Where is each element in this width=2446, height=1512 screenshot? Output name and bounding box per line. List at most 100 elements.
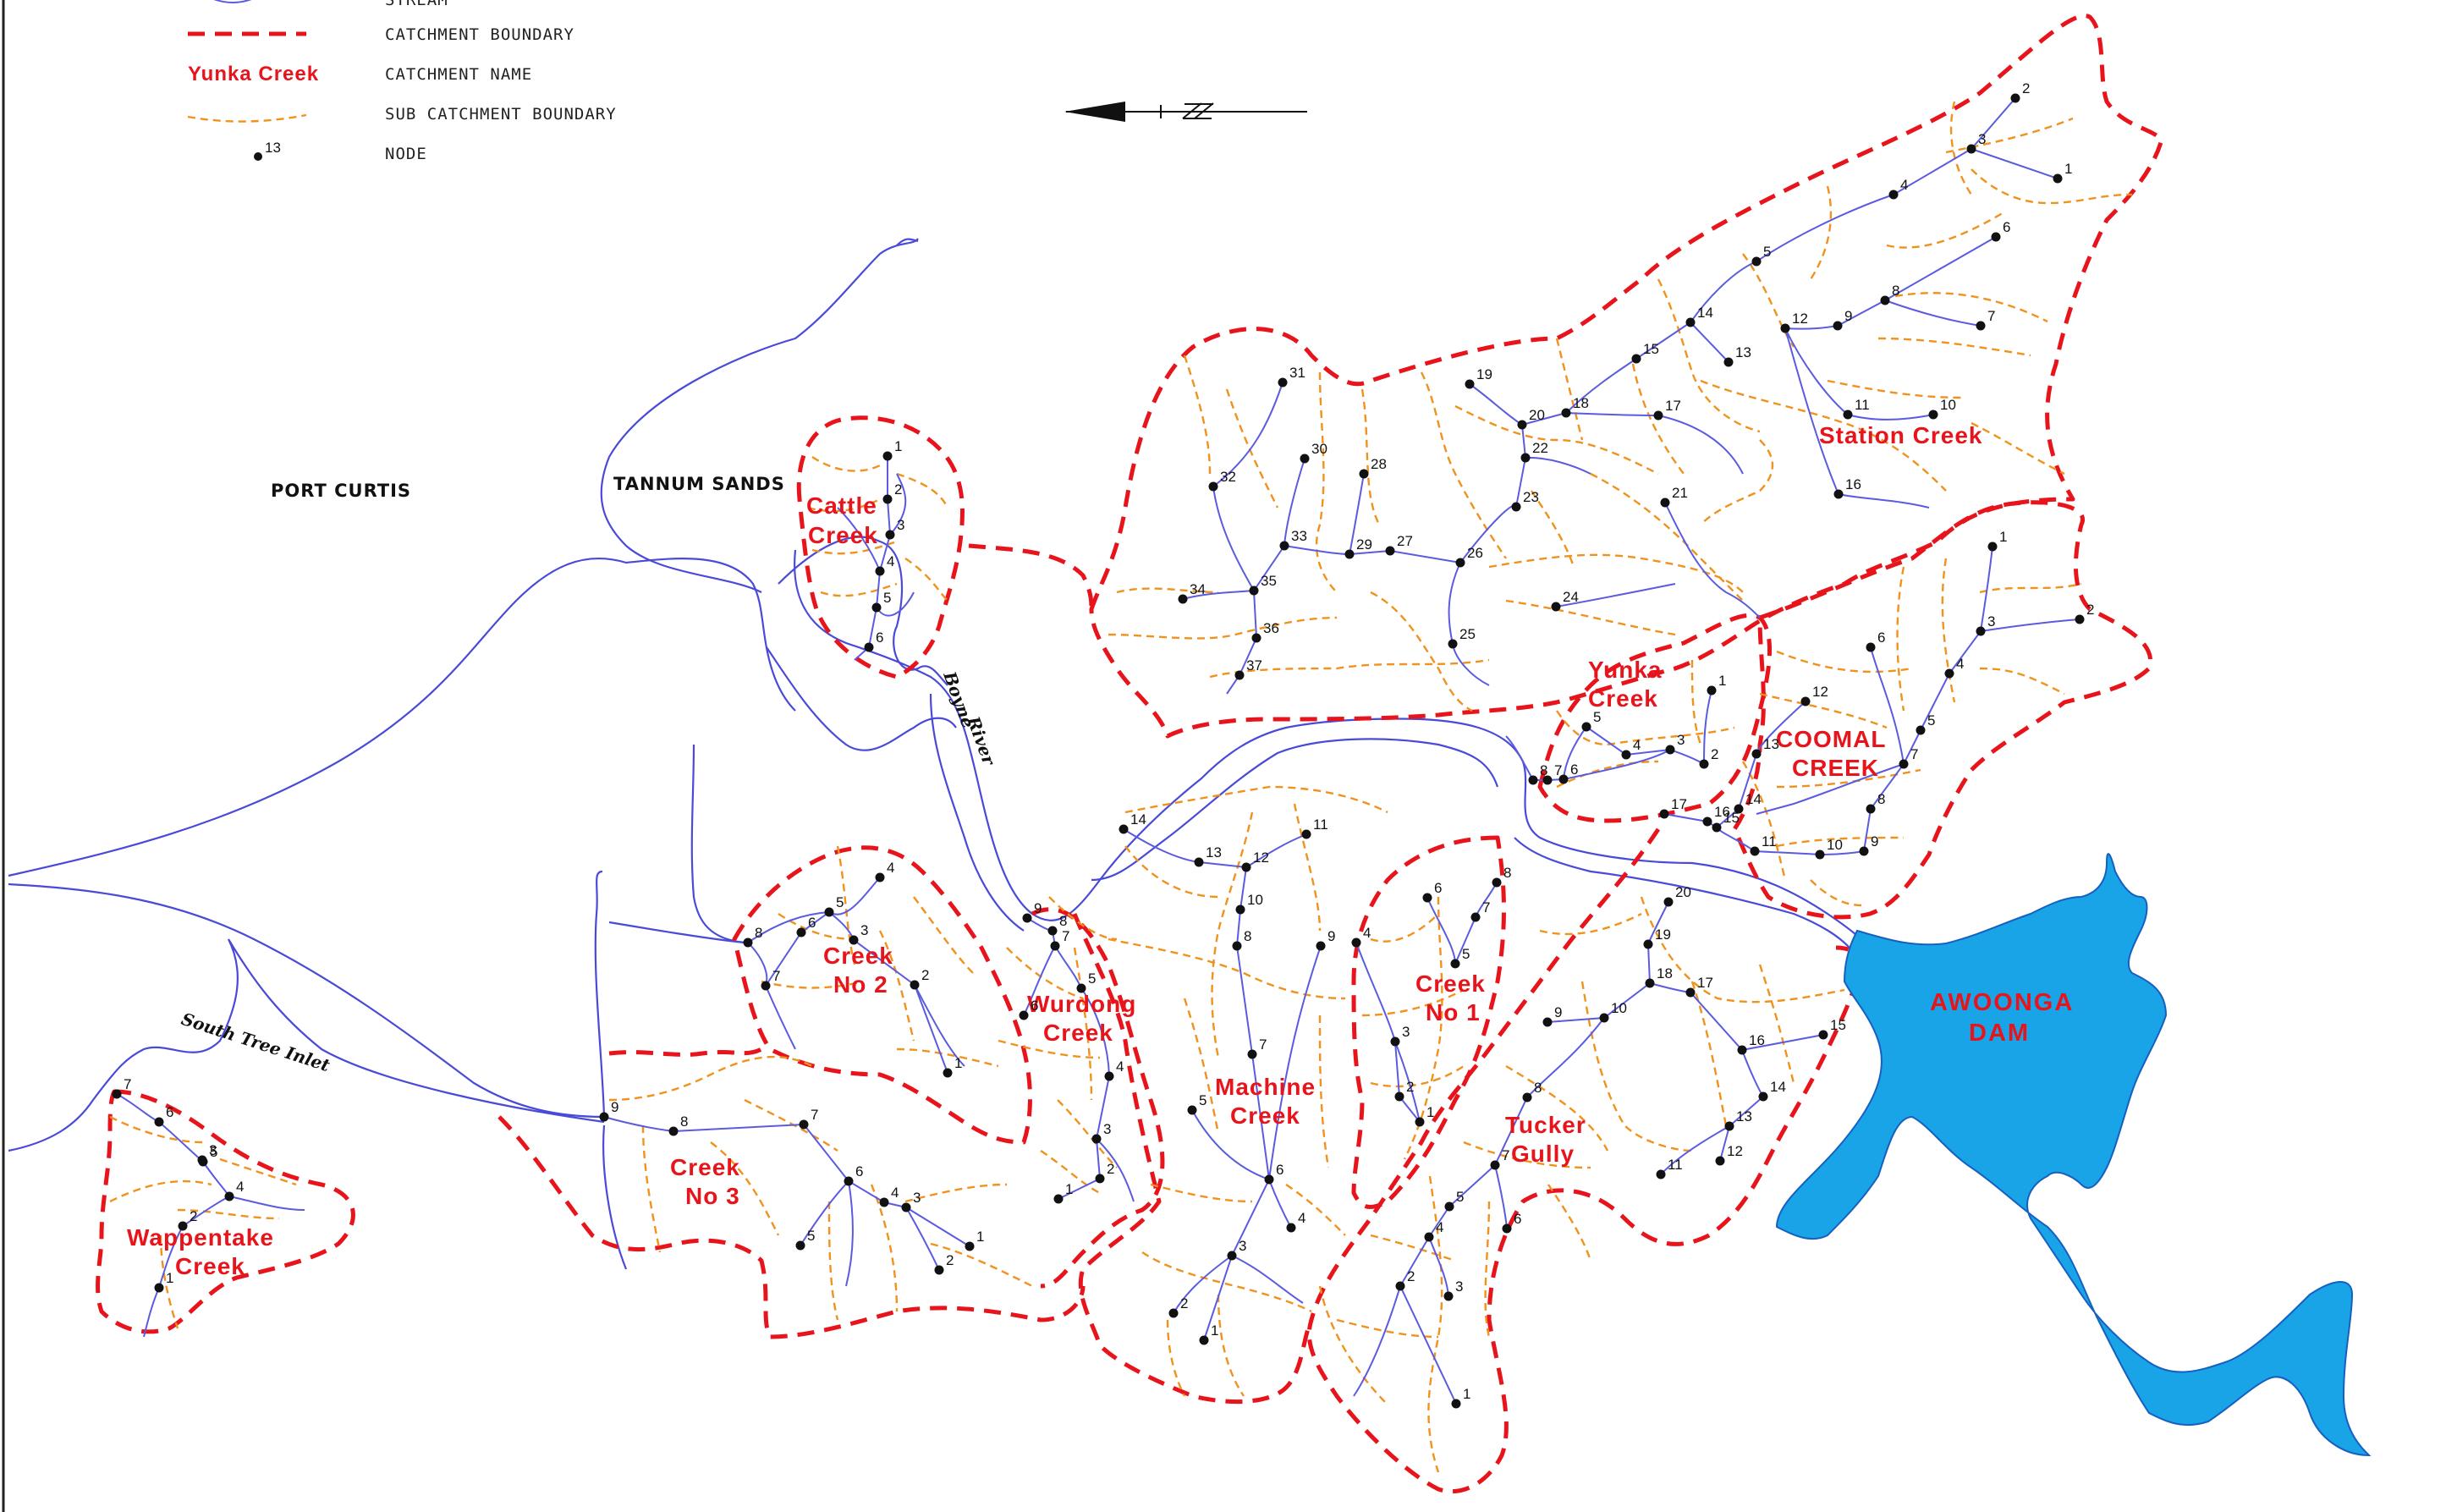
node-marker [1928,410,1938,420]
node-label: 5 [210,1144,217,1160]
node-label: 10 [1611,1000,1627,1016]
boundary-creek-no2 [732,845,1032,1145]
node-label: 6 [1514,1211,1521,1227]
node-marker [1047,926,1058,936]
node-label: 35 [1261,573,1277,589]
node-marker [882,451,893,461]
node-label: 2 [1711,746,1718,762]
label-creek-no3-1: Creek [670,1154,740,1180]
node-marker [1187,1105,1197,1115]
node-marker [743,937,753,948]
node-marker [910,980,920,990]
node-marker [1750,846,1760,856]
node-label: 9 [1844,308,1852,324]
node-marker [1645,978,1655,988]
node-label: 2 [2022,80,2030,96]
node-marker [1385,546,1395,556]
node-marker [1859,846,1869,856]
node-label: 11 [1855,397,1870,413]
boundary-coomal-creek [1732,500,2152,920]
node-label: 3 [860,922,868,938]
node-label: 8 [1892,283,1899,299]
node-marker [1991,232,2001,242]
node-label: 9 [611,1099,618,1115]
node-label: 5 [883,590,891,606]
boundary-creek-no3 [497,1115,1086,1339]
node-marker [1351,937,1361,948]
node-label: 3 [1987,613,1995,630]
node-label: 4 [236,1179,244,1195]
node-label: 7 [1910,746,1918,762]
node-marker [1470,912,1481,922]
node-marker [871,602,882,613]
node-label: 2 [2086,602,2094,618]
node-label: 2 [894,481,902,498]
nodes-layer: 1234561234567891011121314151617181920212… [112,80,2094,1409]
node-marker [796,927,806,937]
node-label: 14 [1745,791,1762,807]
legend-stream-label: STREAM [385,0,448,9]
node-marker [1899,759,1909,769]
node-marker [844,1176,854,1186]
node-label: 16 [1845,476,1861,492]
node-label: 15 [1643,341,1659,357]
node-label: 5 [1593,709,1601,725]
legend-catchment-name-label: CATCHMENT NAME [385,65,532,84]
node-marker [1558,774,1569,784]
node-label: 2 [1407,1268,1415,1284]
node-marker [1422,893,1432,903]
node-marker [1833,321,1843,331]
node-label: 33 [1291,528,1307,544]
subcatchment-boundaries [109,101,2133,1473]
node-label: 30 [1311,441,1327,457]
label-wurdong-creek-2: Creek [1043,1020,1113,1046]
node-label: 18 [1657,965,1673,981]
node-label: 5 [1462,946,1470,962]
node-marker [1780,323,1790,333]
node-label: 32 [1220,469,1236,485]
legend-subcatchment-label: SUB CATCHMENT BOUNDARY [385,105,617,124]
node-marker [2053,173,2063,184]
node-label: 6 [1877,630,1885,646]
node-label: 1 [894,438,902,454]
label-creek-no2-2: No 2 [833,971,888,998]
node-marker [599,1112,609,1122]
node-label: 6 [2003,219,2010,235]
node-marker [1866,642,1876,652]
node-label: 36 [1263,620,1279,636]
node-marker [1390,1036,1400,1047]
node-label: 5 [836,894,844,910]
node-label: 7 [811,1107,818,1123]
node-marker [1249,586,1259,596]
catchment-boundaries [96,14,2164,1494]
node-label: 5 [1763,244,1771,260]
node-label: 7 [1987,308,1995,324]
label-tucker-gully-1: Tucker [1505,1112,1586,1138]
node-label: 8 [1877,791,1885,807]
node-marker [1247,1049,1257,1059]
label-coomal-creek-1: COOMAL [1776,726,1886,752]
node-marker [1301,829,1311,839]
node-marker [1053,1194,1064,1204]
node-marker [224,1191,234,1201]
node-label: 22 [1532,440,1548,456]
node-marker [1235,904,1245,915]
label-cattle-creek-2: Creek [808,522,878,548]
node-marker [1344,549,1355,559]
node-label: 7 [1502,1147,1509,1163]
label-creek-no1-1: Creek [1415,970,1486,997]
node-marker [965,1241,975,1251]
boundary-yunka-creek [1537,613,1772,823]
node-marker [1702,816,1712,827]
node-marker [1712,822,1722,833]
node-marker [1451,1399,1461,1409]
node-marker [1444,1201,1454,1212]
node-label: 7 [772,968,780,984]
node-label: 1 [1718,673,1726,689]
node-label: 5 [1088,970,1096,987]
label-creek-no2-1: Creek [823,943,893,969]
node-marker [1208,481,1218,492]
node-label: 10 [1827,837,1843,853]
node-marker [1551,602,1561,612]
